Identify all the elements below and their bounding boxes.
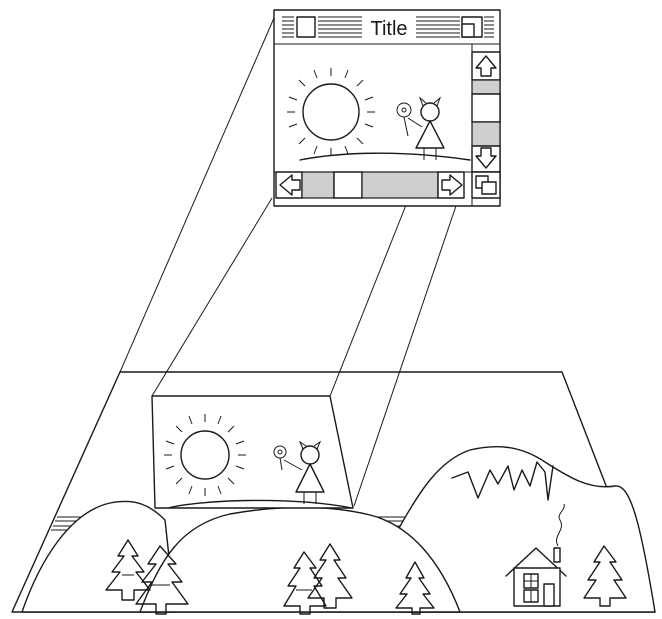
close-box-icon[interactable] xyxy=(297,17,315,37)
hscroll-track-right[interactable] xyxy=(362,172,438,198)
grow-box-icon[interactable] xyxy=(472,172,500,198)
viewport-region xyxy=(152,396,353,508)
zoom-box-icon[interactable] xyxy=(462,17,482,37)
horizontal-scrollbar[interactable] xyxy=(274,172,472,198)
vscroll-track-upper[interactable] xyxy=(472,80,500,94)
vscroll-track-lower[interactable] xyxy=(472,122,500,146)
vscroll-thumb[interactable] xyxy=(472,94,500,122)
hscroll-thumb[interactable] xyxy=(334,172,362,198)
app-window: Title xyxy=(274,10,500,206)
window-title: Title xyxy=(370,18,407,40)
hscroll-track-left[interactable] xyxy=(302,172,334,198)
